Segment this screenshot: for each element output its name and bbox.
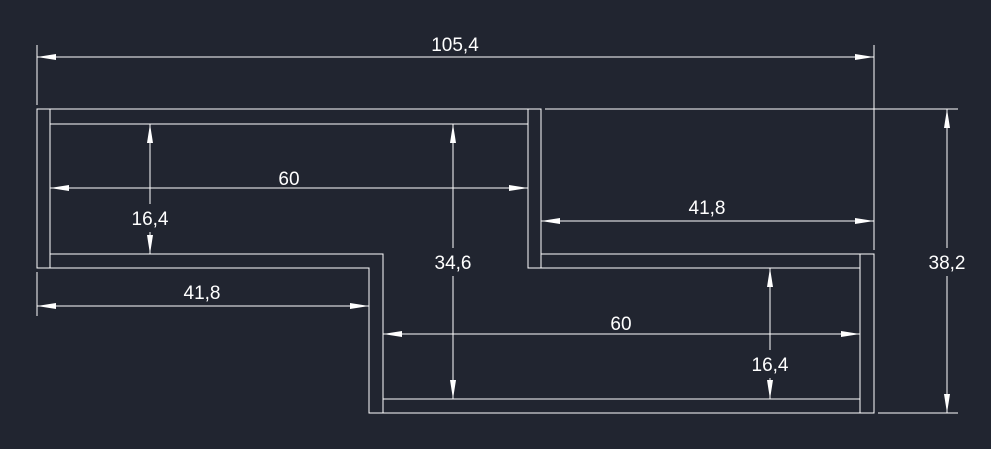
arrow-left-icon xyxy=(37,303,56,309)
dim-label-upper-inner-width[interactable]: 60 xyxy=(278,169,299,190)
arrowheads xyxy=(37,54,950,413)
arrow-down-icon xyxy=(147,235,153,254)
dimension-labels: 105,4 60 16,4 34,6 41,8 41,8 60 16,4 38,… xyxy=(132,35,966,376)
dim-label-lower-inner-width[interactable]: 60 xyxy=(610,314,631,335)
dim-label-lower-left-offset[interactable]: 41,8 xyxy=(184,283,221,304)
arrow-left-icon xyxy=(50,185,69,191)
arrow-up-icon xyxy=(147,124,153,143)
dim-label-overall-width[interactable]: 105,4 xyxy=(431,35,479,56)
arrow-right-icon xyxy=(855,218,874,224)
arrow-down-icon xyxy=(767,380,773,399)
arrow-left-icon xyxy=(383,331,402,337)
arrow-up-icon xyxy=(944,109,950,128)
dim-label-upper-right-offset[interactable]: 41,8 xyxy=(689,198,726,219)
dim-label-overall-height[interactable]: 38,2 xyxy=(929,253,966,274)
arrow-up-icon xyxy=(450,124,456,143)
arrow-up-icon xyxy=(767,268,773,287)
arrow-left-icon xyxy=(37,54,56,60)
dim-label-inner-total-height[interactable]: 34,6 xyxy=(435,253,472,274)
arrow-down-icon xyxy=(450,380,456,399)
arrow-right-icon xyxy=(509,185,528,191)
arrow-right-icon xyxy=(350,303,369,309)
arrow-down-icon xyxy=(944,394,950,413)
dim-label-upper-inner-depth[interactable]: 16,4 xyxy=(132,209,169,230)
dim-label-lower-inner-depth[interactable]: 16,4 xyxy=(752,355,789,376)
arrow-right-icon xyxy=(855,54,874,60)
dimension-lines xyxy=(36,45,958,414)
profile-geometry xyxy=(36,108,875,414)
arrow-left-icon xyxy=(541,218,560,224)
arrow-right-icon xyxy=(841,331,860,337)
